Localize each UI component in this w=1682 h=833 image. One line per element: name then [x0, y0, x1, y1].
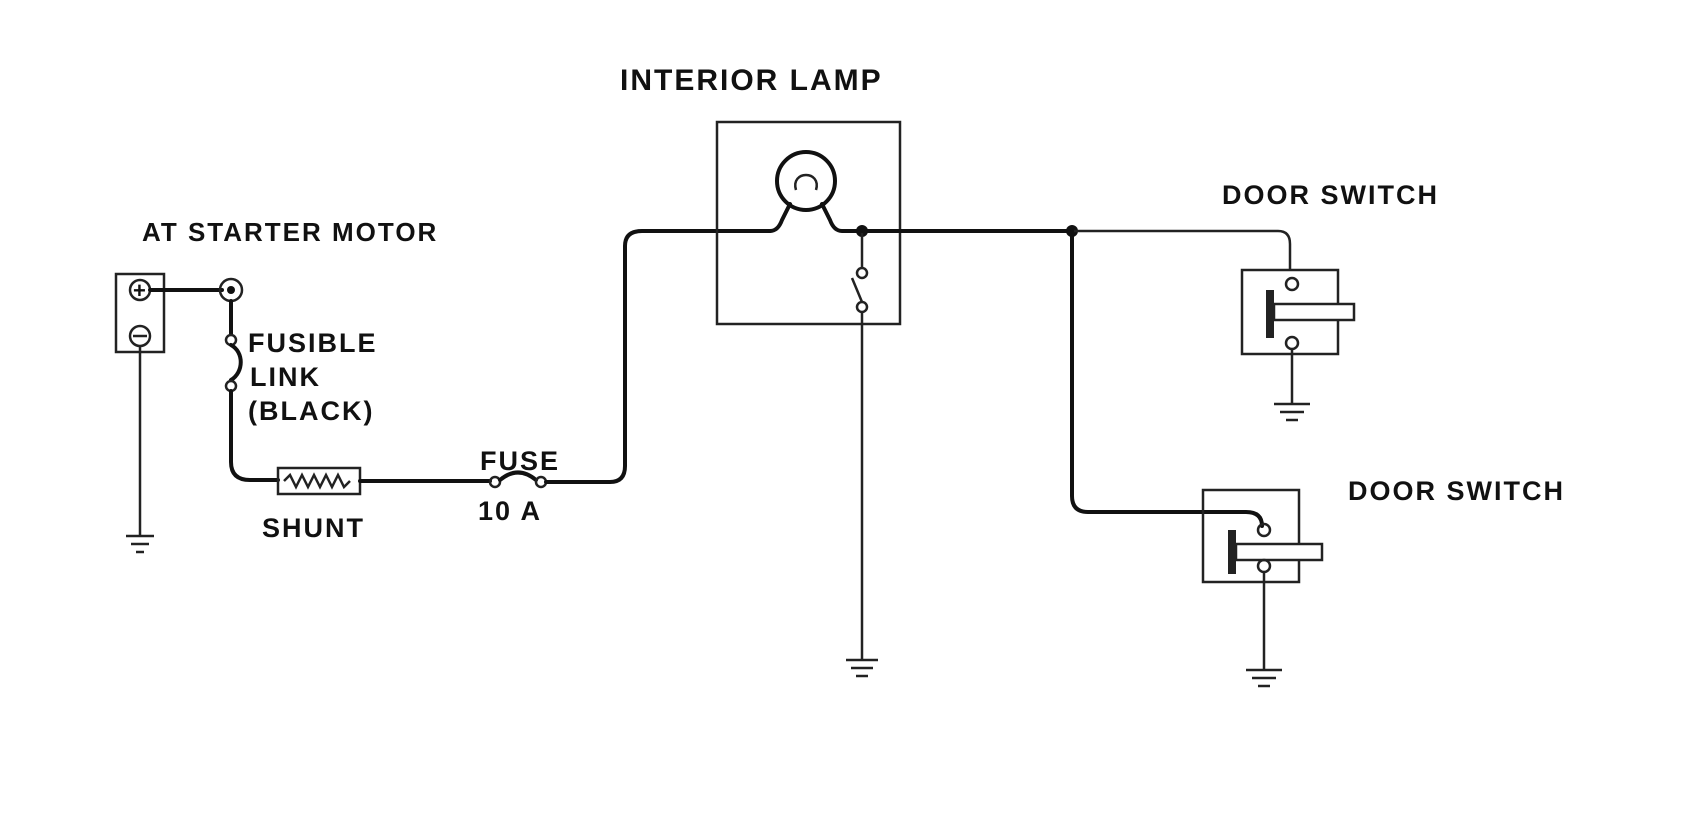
- fusible-link-label-line3: (BLACK): [248, 396, 374, 426]
- ground-icon: [126, 534, 154, 554]
- interior-lamp-label: INTERIOR LAMP: [620, 64, 883, 97]
- fusible-link-icon: [224, 333, 243, 393]
- shunt-label: SHUNT: [262, 513, 365, 543]
- fuse-rating-label: 10 A: [478, 496, 542, 526]
- wire-link-to-shunt: [229, 389, 280, 482]
- ground-icon: [846, 658, 878, 678]
- lamp-switch-icon: [850, 231, 869, 314]
- shunt-icon: [276, 466, 362, 496]
- ground-icon: [1274, 402, 1310, 422]
- fusible-link-label-line1: FUSIBLE: [248, 328, 378, 358]
- door-switch-label-2: DOOR SWITCH: [1348, 476, 1565, 506]
- battery-positive-icon: +: [133, 278, 146, 303]
- interior-lamp-housing: [715, 120, 902, 326]
- wire-to-door-switch-1: [1072, 229, 1292, 270]
- at-starter-motor-label: AT STARTER MOTOR: [142, 217, 438, 247]
- fusible-link-label-line2: LINK: [250, 362, 321, 392]
- wire-fuse-to-lamp: [544, 229, 772, 484]
- door-switch-label-1: DOOR SWITCH: [1222, 180, 1439, 210]
- lamp-bulb-icon: [768, 150, 864, 233]
- wire-to-door-switch-2: [1070, 229, 1264, 528]
- ground-icon: [1246, 668, 1282, 688]
- door-switch-2-icon: [1201, 488, 1324, 584]
- battery-icon: +: [114, 272, 166, 354]
- door-switch-1-icon: [1240, 268, 1356, 356]
